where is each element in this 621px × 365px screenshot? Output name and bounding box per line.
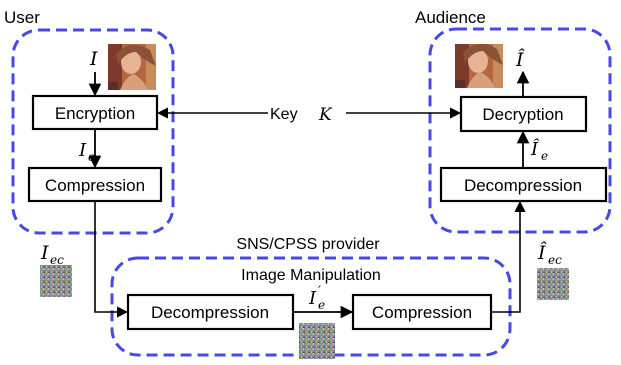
decryption-block: Decryption [459,95,588,133]
provider-group-border [110,256,512,357]
audience-group-title: Audience [415,8,486,27]
key-label: Key [270,106,298,123]
compressed-symbol-sub: ec [50,253,64,267]
compression-user-label: Compression [45,176,145,195]
decompression-provider-label: Decompression [151,303,269,322]
compressed-hat-symbol: Î ec [537,241,562,267]
compressed-noise-thumbnail-left [40,265,72,297]
compressed-noise-thumbnail-right [537,268,569,300]
input-image-thumbnail [108,44,156,90]
decompression-audience-label: Decompression [464,176,582,195]
manipulation-title: Image Manipulation [241,267,381,284]
arrow-provider-to-audience [492,200,526,313]
manipulated-symbol-sub: e [318,298,325,312]
user-group-title: User [4,8,40,27]
manipulated-symbol: I ′ e [308,284,325,312]
manipulated-symbol-prime: ′ [318,284,321,299]
user-group-border [11,28,175,235]
audience-group-border [428,27,612,234]
compressed-symbol: I ec [40,242,64,267]
input-symbol: I [89,48,98,70]
decompression-provider-block: Decompression [126,293,295,331]
encrypted-symbol-base: I [78,140,87,161]
output-symbol: Î [515,48,525,71]
manipulated-noise-thumbnail [299,323,335,359]
output-image-thumbnail [455,43,503,88]
decryption-label: Decryption [482,105,563,124]
compression-user-block: Compression [27,166,163,203]
compressed-symbol-base: I [40,242,49,264]
compressed-hat-symbol-sub: ec [548,253,562,267]
encrypted-hat-symbol: Î e [530,137,548,163]
encryption-block: Encryption [31,94,159,131]
encrypted-hat-symbol-base: Î [530,137,540,160]
decompression-audience-block: Decompression [439,166,608,203]
encrypted-hat-symbol-sub: e [541,149,548,163]
encrypted-symbol: I e [78,140,95,164]
compressed-hat-symbol-base: Î [537,241,547,264]
key-symbol: K [318,105,333,125]
manipulated-symbol-base: I [308,288,317,309]
compression-provider-block: Compression [351,293,493,331]
provider-group-title: SNS/CPSS provider [236,236,380,253]
arrow-user-to-provider [94,202,129,318]
compression-provider-label: Compression [372,303,472,322]
encryption-label: Encryption [55,104,135,123]
encrypted-symbol-sub: e [88,150,95,164]
